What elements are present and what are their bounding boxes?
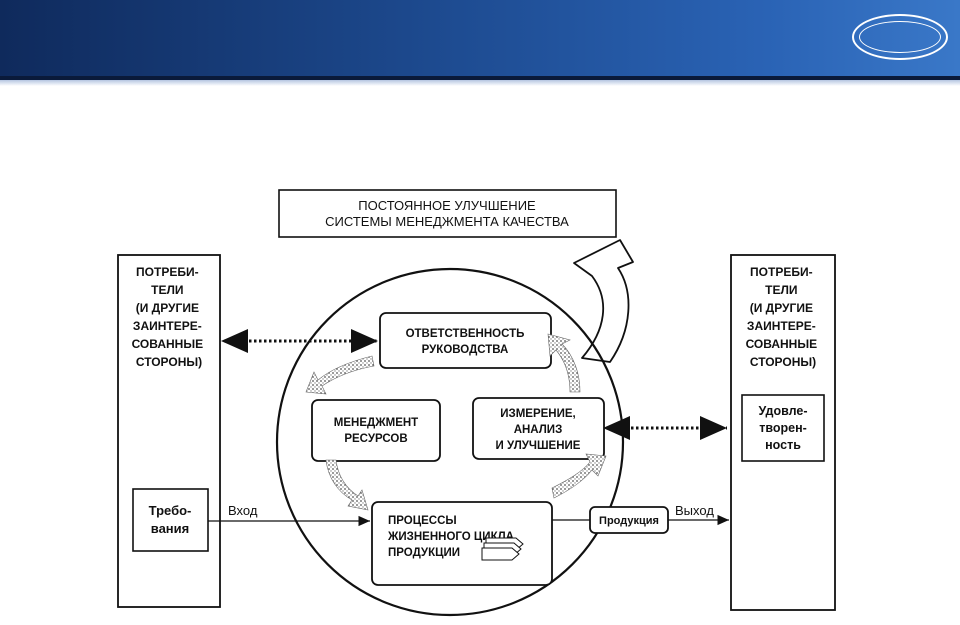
improvement-arrow xyxy=(573,239,634,363)
responsibility-line-2: РУКОВОДСТВА xyxy=(422,344,509,356)
requirements-box xyxy=(132,488,209,552)
header-bar xyxy=(0,0,960,86)
processes-line-2: ЖИЗНЕННОГО ЦИКЛА xyxy=(387,531,514,543)
left-title-line: ПОТРЕБИ- xyxy=(136,265,199,279)
left-title-line: ТЕЛИ xyxy=(151,283,183,297)
satisfaction-line-3: ность xyxy=(765,438,801,452)
measurement-line-3: И УЛУЧШЕНИЕ xyxy=(496,440,581,452)
improvement-line-1: ПОСТОЯННОЕ УЛУЧШЕНИЕ xyxy=(358,198,536,213)
right-title-line: СТОРОНЫ) xyxy=(750,355,816,369)
processes-line-1: ПРОЦЕССЫ xyxy=(388,515,457,527)
improvement-box: ПОСТОЯННОЕ УЛУЧШЕНИЕ СИСТЕМЫ МЕНЕДЖМЕНТА… xyxy=(278,189,617,238)
right-stakeholders-column: ПОТРЕБИ- ТЕЛИ (И ДРУГИЕ ЗАИНТЕРЕ- СОВАНН… xyxy=(730,254,836,611)
input-label: Вход xyxy=(228,503,258,518)
satisfaction-line-1: Удовле- xyxy=(759,404,808,418)
processes-box: ПРОЦЕССЫ ЖИЗНЕННОГО ЦИКЛА ПРОДУКЦИИ xyxy=(371,501,553,586)
right-title-line: ТЕЛИ xyxy=(765,283,797,297)
right-title-line: ПОТРЕБИ- xyxy=(750,265,813,279)
measurement-line-2: АНАЛИЗ xyxy=(514,424,563,436)
right-title-line: ЗАИНТЕРЕ- xyxy=(747,319,816,333)
satisfaction-box xyxy=(741,394,825,462)
output-label: Выход xyxy=(675,503,714,518)
resources-box: МЕНЕДЖМЕНТ РЕСУРСОВ xyxy=(311,399,441,462)
cycle-circle xyxy=(275,267,625,617)
right-title-line: СОВАННЫЕ xyxy=(746,337,818,351)
cycle-arrow-right-up xyxy=(551,453,607,499)
cycle-arrow-left-down xyxy=(325,459,369,511)
cycle-arrow-top-right xyxy=(547,333,581,393)
left-title-line: СТОРОНЫ) xyxy=(136,355,202,369)
left-title-line: СОВАННЫЕ xyxy=(132,337,204,351)
right-title-line: (И ДРУГИЕ xyxy=(750,301,813,315)
oval-emblem-icon xyxy=(852,14,948,60)
satisfaction-line-2: творен- xyxy=(759,421,807,435)
measurement-line-1: ИЗМЕРЕНИЕ, xyxy=(500,408,576,420)
stacked-arrows-icon xyxy=(481,537,524,561)
cycle-arrow-top-left xyxy=(305,355,375,395)
left-stakeholders-column: ПОТРЕБИ- ТЕЛИ (И ДРУГИЕ ЗАИНТЕРЕ- СОВАНН… xyxy=(117,254,221,608)
responsibility-line-1: ОТВЕТСТВЕННОСТЬ xyxy=(406,328,525,340)
resources-line-2: РЕСУРСОВ xyxy=(344,433,407,445)
product-label: Продукция xyxy=(599,515,659,527)
svg-text:ПОТРЕБИ- ТЕЛИ (И Д: ПОТРЕБИ- ТЕЛИ (И ДРУГИЕ ЗАИНТЕРЕ- СОВАНН… xyxy=(132,265,207,369)
requirements-line-1: Требо- xyxy=(149,503,192,518)
requirements-line-2: вания xyxy=(151,521,189,536)
measurement-box: ИЗМЕРЕНИЕ, АНАЛИЗ И УЛУЧШЕНИЕ xyxy=(472,397,605,460)
resources-line-1: МЕНЕДЖМЕНТ xyxy=(334,417,418,429)
processes-line-3: ПРОДУКЦИИ xyxy=(388,547,460,559)
improvement-line-2: СИСТЕМЫ МЕНЕДЖМЕНТА КАЧЕСТВА xyxy=(325,214,569,229)
left-title-line: ЗАИНТЕРЕ- xyxy=(133,319,202,333)
left-title-line: (И ДРУГИЕ xyxy=(136,301,199,315)
responsibility-box: ОТВЕТСТВЕННОСТЬ РУКОВОДСТВА xyxy=(379,312,552,369)
svg-text:ПОТРЕБИ- ТЕЛИ (И Д: ПОТРЕБИ- ТЕЛИ (И ДРУГИЕ ЗАИНТЕРЕ- СОВАНН… xyxy=(746,265,821,369)
